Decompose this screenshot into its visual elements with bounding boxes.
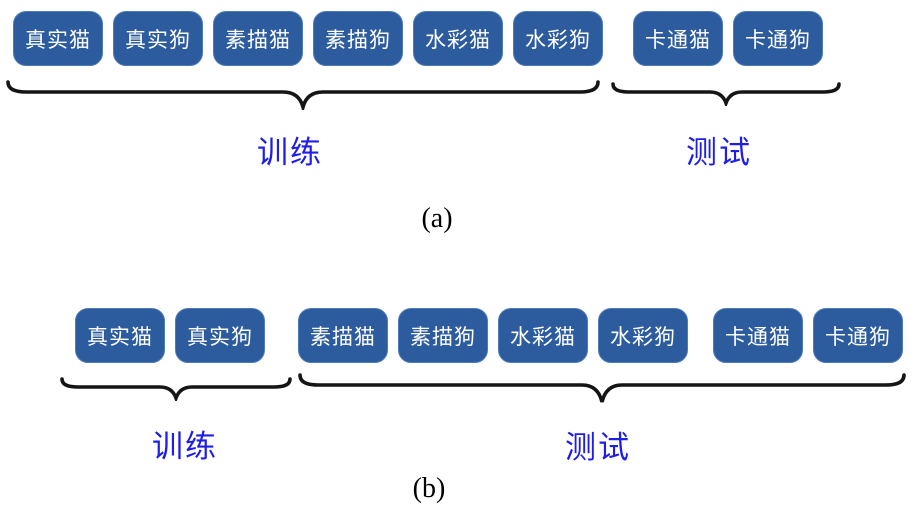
panel-a-train-label: 训练 — [257, 135, 323, 170]
panel-a-train-box-row: 真实猫 真实狗 素描猫 素描狗 水彩猫 水彩狗 — [13, 11, 603, 66]
panel-b-caption: (b) — [412, 473, 446, 504]
dataset-box-sketch-cat: 素描猫 — [213, 11, 303, 66]
train-underbrace-b-icon — [60, 377, 292, 401]
test-underbrace-b-icon — [298, 373, 906, 403]
dataset-box-watercolor-dog: 水彩狗 — [513, 11, 603, 66]
test-underbrace-a-icon — [611, 82, 841, 106]
dataset-box-cartoon-cat: 卡通猫 — [633, 11, 723, 66]
panel-b-test-box-row: 素描猫 素描狗 水彩猫 水彩狗 卡通猫 卡通狗 — [298, 308, 903, 363]
panel-b-test-label: 测试 — [565, 430, 631, 465]
dataset-box-real-cat: 真实猫 — [75, 308, 165, 363]
dataset-box-cartoon-dog: 卡通狗 — [813, 308, 903, 363]
dataset-box-watercolor-cat: 水彩猫 — [498, 308, 588, 363]
dataset-box-real-dog: 真实狗 — [175, 308, 265, 363]
dataset-box-real-dog: 真实狗 — [113, 11, 203, 66]
panel-a-caption: (a) — [421, 203, 453, 234]
dataset-box-sketch-dog: 素描狗 — [313, 11, 403, 66]
dataset-box-watercolor-cat: 水彩猫 — [413, 11, 503, 66]
dataset-box-sketch-dog: 素描狗 — [398, 308, 488, 363]
train-underbrace-a-icon — [6, 80, 600, 110]
dataset-box-cartoon-cat: 卡通猫 — [713, 308, 803, 363]
dataset-box-real-cat: 真实猫 — [13, 11, 103, 66]
dataset-box-sketch-cat: 素描猫 — [298, 308, 388, 363]
dataset-box-watercolor-dog: 水彩狗 — [598, 308, 688, 363]
panel-b-train-box-row: 真实猫 真实狗 — [75, 308, 265, 363]
panel-b-train-label: 训练 — [152, 429, 218, 464]
panel-a-test-label: 测试 — [686, 135, 752, 170]
dataset-box-cartoon-dog: 卡通狗 — [733, 11, 823, 66]
panel-a-test-box-row: 卡通猫 卡通狗 — [633, 11, 823, 66]
